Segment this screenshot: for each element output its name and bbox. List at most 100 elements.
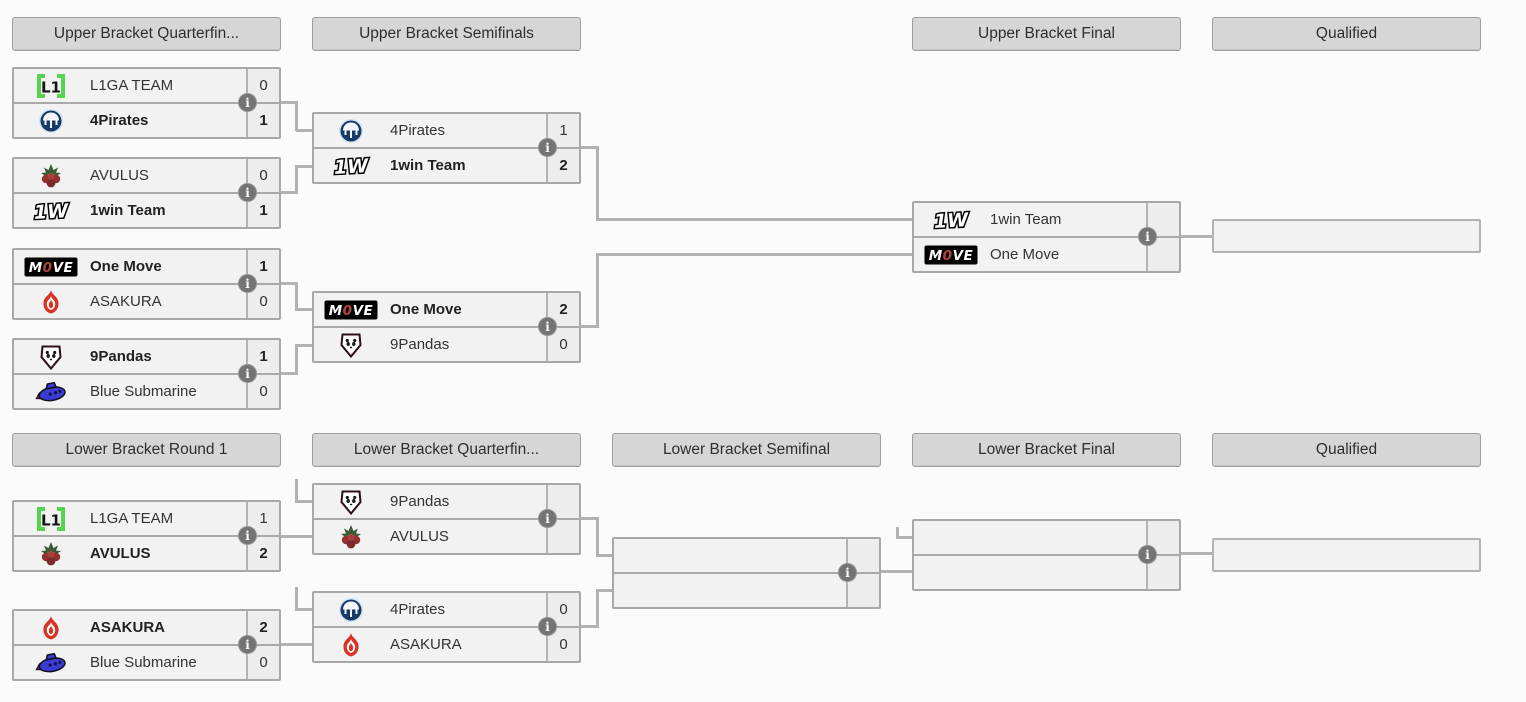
match-info-icon[interactable]: i <box>238 526 257 545</box>
l1ga-team-logo: L1 <box>14 69 88 102</box>
team-name[interactable]: Blue Submarine <box>90 654 197 671</box>
svg-text:L1: L1 <box>41 511 61 529</box>
bracket-connector-line <box>597 253 914 256</box>
4pirates-logo <box>314 593 388 626</box>
bracket-connector-line <box>296 500 314 503</box>
bracket-connector-line <box>597 554 614 557</box>
bracket-connector-line <box>281 282 298 285</box>
bracket-connector-line <box>581 625 599 628</box>
bracket-connector-line <box>581 325 599 328</box>
match-info-icon[interactable]: i <box>538 617 557 636</box>
9pandas-logo <box>314 328 388 361</box>
bracket-connector-line <box>597 218 914 221</box>
svg-text:1W: 1W <box>33 200 69 224</box>
bracket-connector-line <box>296 165 314 168</box>
match-lb-sf: i <box>612 537 881 609</box>
bracket-connector-line <box>596 146 599 221</box>
team-name[interactable]: 9Pandas <box>390 493 450 510</box>
team-name[interactable]: 9Pandas <box>390 336 450 353</box>
team-name[interactable]: One Move <box>390 301 462 318</box>
match-score: 0 <box>546 628 579 661</box>
1win-team-logo: 1W <box>314 149 388 182</box>
match-lb-final: i <box>912 519 1181 591</box>
match-lb-qf-2-slot-2: ASAKURA 0 <box>314 626 579 661</box>
avulus-logo <box>14 159 88 192</box>
team-name[interactable]: ASAKURA <box>90 619 165 636</box>
blue-submarine-logo <box>14 646 88 679</box>
avulus-logo <box>314 520 388 553</box>
round-header-lb-q: Qualified <box>1212 433 1481 467</box>
bracket-connector-line <box>896 527 899 539</box>
match-info-icon[interactable]: i <box>1138 545 1157 564</box>
empty-team-icon <box>914 521 988 554</box>
team-name[interactable]: AVULUS <box>90 545 151 562</box>
svg-text:1W: 1W <box>933 209 969 233</box>
svg-text:M0VE: M0VE <box>329 303 374 319</box>
team-name[interactable]: 1win Team <box>990 211 1062 228</box>
match-info-icon[interactable]: i <box>538 509 557 528</box>
svg-text:1W: 1W <box>333 155 369 179</box>
empty-team-icon <box>914 556 988 589</box>
match-info-icon[interactable]: i <box>238 93 257 112</box>
match-info-icon[interactable]: i <box>238 635 257 654</box>
one-move-logo: M0VE <box>314 293 388 326</box>
one-move-logo: M0VE <box>914 238 988 271</box>
team-name[interactable]: 4Pirates <box>390 122 446 139</box>
match-info-icon[interactable]: i <box>238 274 257 293</box>
round-header-lb-f: Lower Bracket Final <box>912 433 1181 467</box>
9pandas-logo <box>314 485 388 518</box>
bracket-connector-line <box>296 344 314 347</box>
team-name[interactable]: One Move <box>990 246 1060 263</box>
team-name[interactable]: ASAKURA <box>90 293 162 310</box>
empty-team-icon <box>614 574 688 607</box>
team-name[interactable]: L1GA TEAM <box>90 77 174 94</box>
bracket-connector-line <box>281 535 314 538</box>
team-name[interactable]: 4Pirates <box>390 601 446 618</box>
team-name[interactable]: One Move <box>90 258 162 275</box>
match-score: 1 <box>246 194 279 227</box>
team-name[interactable]: 1win Team <box>90 202 166 219</box>
team-name[interactable]: 9Pandas <box>90 348 152 365</box>
match-info-icon[interactable]: i <box>538 317 557 336</box>
bracket-connector-line <box>581 146 599 149</box>
team-name[interactable]: AVULUS <box>390 528 449 545</box>
bracket-connector-line <box>295 282 298 311</box>
team-name[interactable]: L1GA TEAM <box>90 510 174 527</box>
match-info-icon[interactable]: i <box>1138 227 1157 246</box>
match-info-icon[interactable]: i <box>538 138 557 157</box>
asakura-logo <box>14 285 88 318</box>
match-info-icon[interactable]: i <box>838 563 857 582</box>
team-name[interactable]: Blue Submarine <box>90 383 197 400</box>
match-info-icon[interactable]: i <box>238 183 257 202</box>
bracket-connector-line <box>281 101 298 104</box>
asakura-logo <box>314 628 388 661</box>
match-lb-sf-slot-2 <box>614 572 879 607</box>
bracket-connector-line <box>295 344 298 375</box>
team-name[interactable]: 4Pirates <box>90 112 149 129</box>
team-name[interactable]: 1win Team <box>390 157 466 174</box>
qualified-slot-lb-qualified <box>1212 538 1481 572</box>
team-name[interactable]: ASAKURA <box>390 636 462 653</box>
round-header-ub-qf: Upper Bracket Quarterfin... <box>12 17 281 51</box>
match-info-icon[interactable]: i <box>238 364 257 383</box>
bracket-connector-line <box>295 165 298 194</box>
team-name[interactable]: AVULUS <box>90 167 149 184</box>
blue-submarine-logo <box>14 375 88 408</box>
